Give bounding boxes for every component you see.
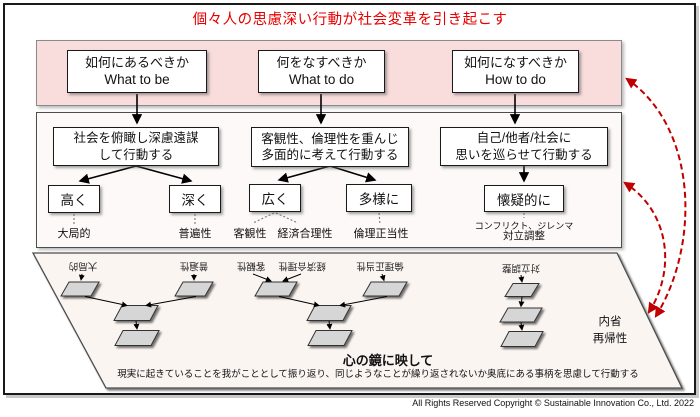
- reflection-side-label: 内省 再帰性: [583, 314, 637, 347]
- mirror-caption-body: 現実に起きていることを我がこととして振り返り、同じようなことが繰り返されないか奥…: [117, 369, 639, 380]
- banner-box-en: How to do: [485, 72, 546, 88]
- keyword-box-diverse: 多様に: [346, 184, 412, 212]
- mirrored-label-conflict-adjustment: 対立調整: [501, 262, 541, 273]
- banner-box-en: What to be: [104, 72, 170, 88]
- banner-box-how-to-do: 如何になすべきか How to do: [452, 50, 579, 93]
- keyword-label: 高く: [60, 193, 88, 208]
- sublabel-conflict-dilemma: コンフリクト、ジレンマ: [474, 221, 574, 231]
- mirrored-label-economic-rationality: 経済合理性: [278, 260, 326, 271]
- mirrored-label-ethical-legitimacy: 倫理正当性: [356, 260, 404, 271]
- keyword-label: 広く: [261, 192, 289, 207]
- page-title: 個々人の思慮深い行動が社会変革を引き起こす: [192, 12, 508, 28]
- keyword-box-wide: 広く: [249, 184, 301, 212]
- naisei-label: 内省: [598, 316, 622, 328]
- banner-to-panel-arrows: [131, 94, 521, 125]
- sublabel-ethical-legitimacy: 倫理正当性: [353, 228, 409, 240]
- sublabel-objectivity: 客観性: [233, 228, 267, 240]
- banner-box-jp: 何をなすべきか: [276, 54, 367, 70]
- banner-box-what-to-be: 如何にあるべきか What to be: [67, 50, 207, 93]
- banner-box-jp: 如何にあるべきか: [84, 54, 189, 70]
- keyword-box-high: 高く: [48, 185, 100, 213]
- feedback-arrow-to-banner: [625, 77, 687, 318]
- sublabel-conflict-adjustment: 対立調整: [503, 230, 545, 242]
- keyword-label: 深く: [181, 193, 209, 208]
- sublabel-economic-rationality: 経済合理性: [277, 228, 333, 240]
- panel-to-keyword-arrows: [78, 165, 530, 184]
- banner-box-jp: 如何になすべきか: [463, 54, 568, 70]
- panel-box-overview: 社会を俯瞰し深慮遠謀 して行動する: [53, 127, 219, 166]
- banner-box-what-to-do: 何をなすべきか What to do: [258, 50, 385, 93]
- plane-shapes: [60, 281, 544, 347]
- mirrored-label-bigpicture: 大局的: [68, 260, 98, 271]
- feedback-arrow-to-panel: [623, 181, 667, 314]
- panel-box-self-others: 自己/他者/社会に 思いを巡らせて行動する: [440, 127, 608, 166]
- panel-box-line1: 客観性、倫理性を重んじ: [261, 131, 399, 146]
- feedback-loop-arrows: [623, 77, 687, 318]
- sublabel-universality: 普遍性: [178, 228, 212, 240]
- keyword-box-deep: 深く: [169, 185, 221, 213]
- panel-box-line2: 思いを巡らせて行動する: [455, 147, 593, 162]
- keyword-label: 多様に: [358, 192, 400, 207]
- panel-box-line2: して行動する: [98, 147, 174, 162]
- panel-box-line1: 自己/他者/社会に: [476, 131, 572, 146]
- mirrored-label-objectivity: 客観性: [236, 260, 266, 271]
- plane-shape-arrows: [78, 273, 525, 331]
- keyword-to-sublabel-dotted: [73, 212, 525, 225]
- banner-box-en: What to do: [288, 72, 355, 88]
- keyword-box-skeptical: 懐疑的に: [484, 185, 564, 212]
- sublabel-bigpicture: 大局的: [57, 228, 91, 240]
- mirror-caption-title: 心の鏡に映して: [342, 353, 434, 368]
- panel-box-line1: 社会を俯瞰し深慮遠謀: [73, 131, 199, 146]
- copyright-notice: All Rights Reserved Copyright © Sustaina…: [412, 398, 694, 408]
- saikisei-label: 再帰性: [592, 332, 628, 345]
- panel-box-line2: 多面的に考えて行動する: [261, 148, 399, 162]
- mirrored-label-universality: 普遍性: [179, 260, 209, 271]
- keyword-label: 懐疑的に: [497, 192, 551, 208]
- panel-box-objectivity: 客観性、倫理性を重んじ 多面的に考えて行動する: [251, 127, 409, 167]
